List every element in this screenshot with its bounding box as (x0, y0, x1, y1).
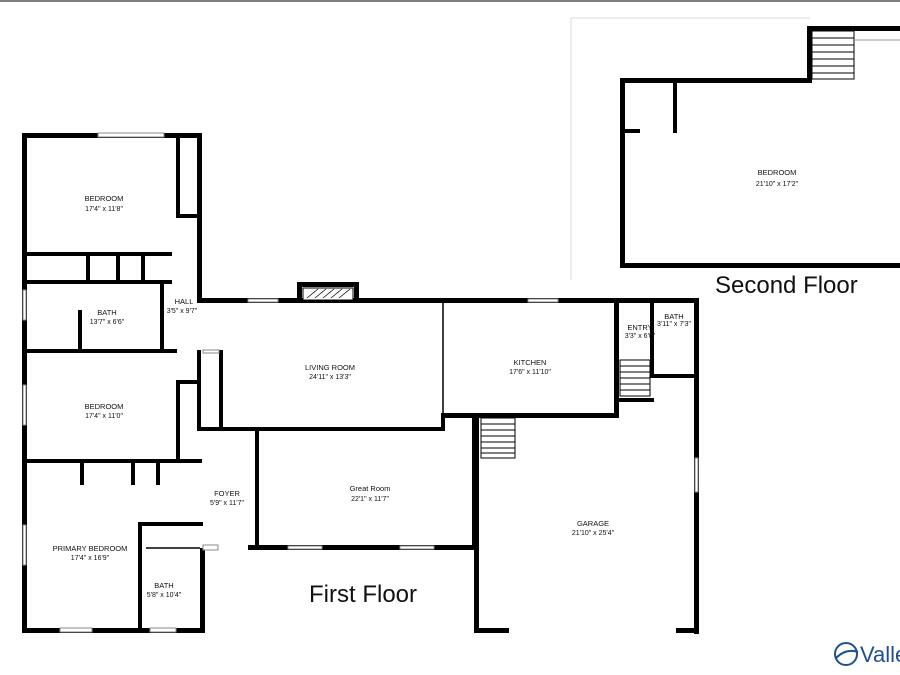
svg-text:ENTRY: ENTRY (627, 323, 652, 332)
room-label-hall: HALL 3'5" x 9'7" (167, 297, 198, 315)
svg-text:KITCHEN: KITCHEN (514, 358, 547, 367)
room-label-bedroom-second: BEDROOM 21'10" x 17'2" (756, 168, 799, 188)
svg-text:3'11" x 7'3": 3'11" x 7'3" (657, 321, 691, 328)
svg-text:BATH: BATH (664, 312, 683, 321)
svg-text:17'4" x 11'8": 17'4" x 11'8" (85, 206, 123, 213)
room-label-living-room: LIVING ROOM 24'11" x 13'3" (305, 363, 355, 381)
stairs-entry (619, 359, 651, 397)
svg-text:BEDROOM: BEDROOM (758, 168, 797, 177)
svg-text:17'4" x 11'0": 17'4" x 11'0" (85, 413, 123, 420)
svg-text:BEDROOM: BEDROOM (85, 194, 124, 203)
svg-text:24'11" x 13'3": 24'11" x 13'3" (309, 374, 351, 381)
room-label-bedroom-mid: BEDROOM 17'4" x 11'0" (85, 402, 124, 420)
svg-text:FOYER: FOYER (214, 489, 240, 498)
room-label-bedroom-top: BEDROOM 17'4" x 11'8" (85, 194, 124, 213)
svg-text:Great Room: Great Room (350, 484, 391, 493)
first-floor-walls (22, 133, 699, 634)
room-label-garage: GARAGE 21'10" x 25'4" (572, 519, 615, 537)
svg-text:BATH: BATH (154, 581, 173, 590)
floor-label-first: First Floor (309, 581, 417, 608)
room-label-bath-upper: BATH 13'7" x 6'6" (90, 308, 125, 326)
first-floor-windows (22, 132, 699, 633)
room-label-primary-bedroom: PRIMARY BEDROOM 17'4" x 16'9" (53, 544, 128, 562)
svg-text:3'5" x 9'7": 3'5" x 9'7" (167, 308, 198, 315)
stairs-garage (480, 417, 516, 459)
svg-text:13'7" x 6'6": 13'7" x 6'6" (90, 319, 125, 326)
room-label-great-room: Great Room 22'1" x 11'7" (350, 484, 391, 503)
room-label-foyer: FOYER 5'9" x 11'7" (210, 489, 244, 507)
room-label-kitchen: KITCHEN 17'6" x 11'10" (509, 358, 551, 376)
svg-text:BATH: BATH (97, 308, 116, 317)
room-label-bath-primary: BATH 5'8" x 10'4" (147, 581, 182, 599)
second-floor-walls (620, 26, 900, 268)
svg-text:BEDROOM: BEDROOM (85, 402, 124, 411)
room-label-entry: ENTRY 3'3" x 6'0" (625, 323, 656, 340)
svg-text:5'9" x 11'7": 5'9" x 11'7" (210, 500, 244, 507)
room-label-bath-entry: BATH 3'11" x 7'3" (657, 312, 691, 328)
svg-text:21'10" x 17'2": 21'10" x 17'2" (756, 181, 799, 188)
floor-label-second: Second Floor (715, 272, 858, 299)
logo-text: Valle (860, 642, 900, 667)
fireplace (302, 287, 354, 301)
svg-text:HALL: HALL (175, 297, 194, 306)
first-floor-thin-lines (146, 140, 444, 549)
svg-text:21'10" x 25'4": 21'10" x 25'4" (572, 530, 615, 537)
stairs-second (811, 30, 900, 80)
logo-swoosh (835, 649, 859, 659)
watermark-logo: Valle (834, 642, 900, 667)
svg-text:3'3" x 6'0": 3'3" x 6'0" (625, 333, 656, 340)
svg-text:17'4" x 16'9": 17'4" x 16'9" (71, 555, 110, 562)
logo-icon (834, 642, 858, 666)
svg-text:22'1" x 11'7": 22'1" x 11'7" (351, 496, 389, 503)
svg-text:5'8" x 10'4": 5'8" x 10'4" (147, 592, 182, 599)
svg-text:GARAGE: GARAGE (577, 519, 609, 528)
svg-text:LIVING ROOM: LIVING ROOM (305, 363, 355, 372)
svg-text:17'6" x 11'10": 17'6" x 11'10" (509, 369, 551, 376)
svg-text:PRIMARY BEDROOM: PRIMARY BEDROOM (53, 544, 128, 553)
